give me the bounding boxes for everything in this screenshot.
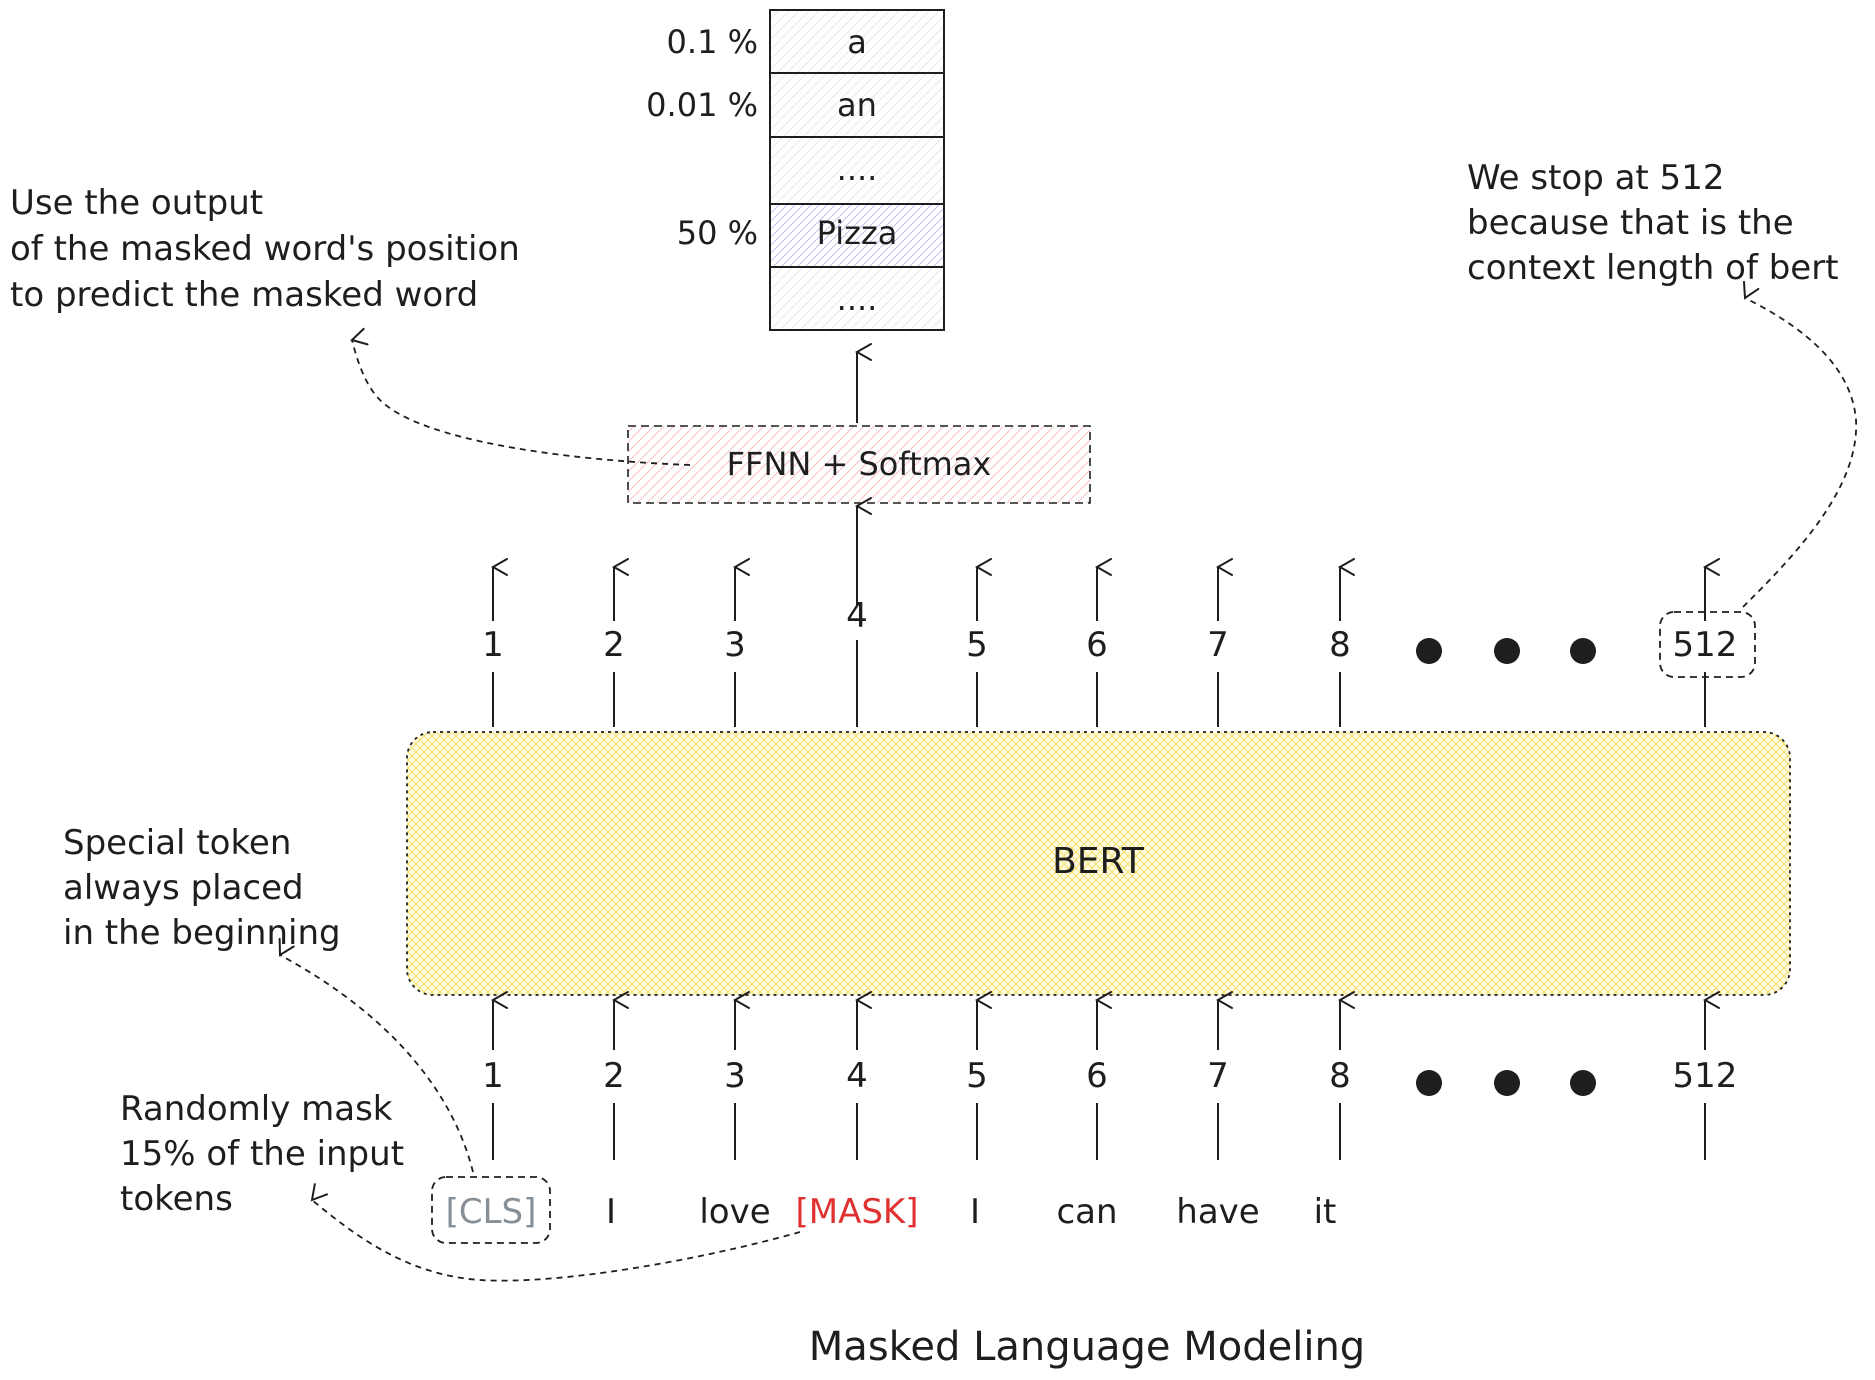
special-note-arrow — [280, 955, 474, 1173]
input-position-1: 1 — [482, 1056, 504, 1096]
output-ellipsis-dots — [1416, 638, 1596, 664]
mask-note-line-1: Randomly mask — [120, 1089, 393, 1129]
vocab-word-2: an — [837, 86, 877, 124]
output-position-4: 4 — [846, 596, 868, 636]
vocab-word-3: .... — [837, 150, 878, 188]
token-1: [CLS] — [446, 1192, 537, 1232]
output-dot-2 — [1494, 638, 1520, 664]
vocab-pct-4: 50 % — [677, 214, 758, 252]
ffnn-label: FFNN + Softmax — [727, 445, 992, 483]
special-note-line-3: in the beginning — [63, 913, 341, 953]
diagram-title: Masked Language Modeling — [809, 1324, 1365, 1370]
vocab-pct-2: 0.01 % — [646, 86, 758, 124]
bert-label: BERT — [1052, 841, 1145, 882]
mask-note-arrow — [312, 1200, 801, 1282]
input-position-7: 7 — [1207, 1056, 1229, 1096]
vocab-word-1: a — [847, 23, 867, 61]
token-5: I — [970, 1192, 980, 1232]
input-position-3: 3 — [724, 1056, 746, 1096]
input-position-5: 5 — [966, 1056, 988, 1096]
token-7: have — [1176, 1192, 1259, 1232]
cls-token-box — [431, 1176, 551, 1244]
vocab-word-5: .... — [837, 280, 878, 318]
output-position-3: 3 — [724, 625, 746, 665]
output-position-512: 512 — [1673, 625, 1738, 665]
input-dot-1 — [1416, 1070, 1442, 1096]
mask-note-line-3: tokens — [120, 1179, 233, 1219]
input-positions: 1 2 3 4 5 6 7 8 512 — [482, 1000, 1737, 1160]
input-dot-3 — [1570, 1070, 1596, 1096]
output-position-1: 1 — [482, 625, 504, 665]
output-position-6: 6 — [1086, 625, 1108, 665]
special-note-line-2: always placed — [63, 868, 304, 908]
vocab-table: a an .... Pizza .... 0.1 % 0.01 % 50 % — [646, 9, 945, 331]
mask-note-line-2: 15% of the input — [120, 1134, 404, 1174]
context-limit-box — [1659, 611, 1756, 678]
input-position-2: 2 — [603, 1056, 625, 1096]
output-position-2: 2 — [603, 625, 625, 665]
context-note-line-1: We stop at 512 — [1467, 158, 1724, 198]
token-2: I — [606, 1192, 616, 1232]
output-dot-3 — [1570, 638, 1596, 664]
output-note: Use the output of the masked word's posi… — [10, 183, 531, 315]
token-3: love — [699, 1192, 770, 1232]
vocab-row-2 — [769, 72, 945, 138]
ffnn-softmax-box: FFNN + Softmax — [627, 425, 1091, 504]
mask-note: Randomly mask 15% of the input tokens — [120, 1089, 415, 1219]
output-position-8: 8 — [1329, 625, 1351, 665]
input-position-8: 8 — [1329, 1056, 1351, 1096]
input-position-6: 6 — [1086, 1056, 1108, 1096]
output-dot-1 — [1416, 638, 1442, 664]
special-token-note: Special token always placed in the begin… — [63, 823, 341, 953]
vocab-row-pizza — [769, 203, 945, 268]
bert-block: BERT — [406, 731, 1791, 996]
vocab-pct-1: 0.1 % — [667, 23, 758, 61]
input-ellipsis-dots — [1416, 1070, 1596, 1096]
context-note-arrow — [1742, 298, 1857, 608]
output-note-arrow — [352, 340, 691, 466]
output-position-7: 7 — [1207, 625, 1229, 665]
input-dot-2 — [1494, 1070, 1520, 1096]
input-position-4: 4 — [846, 1056, 868, 1096]
vocab-row-1 — [769, 9, 945, 74]
output-position-5: 5 — [966, 625, 988, 665]
token-6: can — [1056, 1192, 1117, 1232]
context-note: We stop at 512 because that is the conte… — [1467, 158, 1839, 288]
special-note-line-1: Special token — [63, 823, 291, 863]
vocab-word-4: Pizza — [817, 214, 898, 252]
token-4: [MASK] — [795, 1192, 918, 1232]
output-note-line-2: of the masked word's position — [10, 229, 520, 269]
vocab-row-5 — [769, 266, 945, 331]
context-note-line-2: because that is the — [1467, 203, 1794, 243]
vocab-row-3 — [769, 136, 945, 205]
input-position-512: 512 — [1673, 1056, 1738, 1096]
context-note-line-3: context length of bert — [1467, 248, 1839, 288]
output-note-line-3: to predict the masked word — [10, 275, 478, 315]
output-positions: 1 2 3 4 5 6 7 8 512 — [482, 567, 1737, 727]
output-note-line-1: Use the output — [10, 183, 263, 223]
token-8: it — [1314, 1192, 1337, 1232]
